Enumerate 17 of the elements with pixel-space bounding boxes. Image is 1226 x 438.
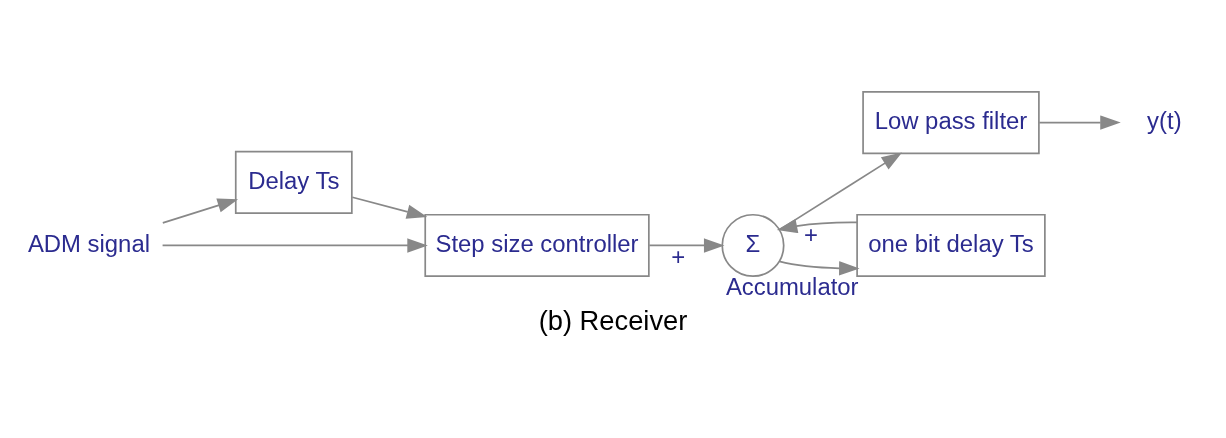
node-box: Delay Ts [234, 150, 353, 214]
edge-label: + [671, 242, 686, 270]
caption: (b) Receiver [538, 305, 688, 337]
node-box: Step size controller [424, 213, 650, 278]
node-box: Low pass filter [862, 90, 1040, 155]
arrow [778, 260, 860, 276]
node-circle: Σ [721, 213, 785, 278]
edge-label: + [804, 220, 819, 248]
arrow [1038, 115, 1121, 130]
arrow [161, 198, 239, 224]
arrow [161, 238, 428, 253]
node-text: y(t) [1147, 106, 1182, 134]
arrow [648, 238, 725, 253]
node-text: ADM signal [27, 229, 150, 257]
node-box: one bit delay Ts [856, 213, 1046, 278]
arrow [776, 219, 858, 234]
arrow [351, 196, 428, 219]
